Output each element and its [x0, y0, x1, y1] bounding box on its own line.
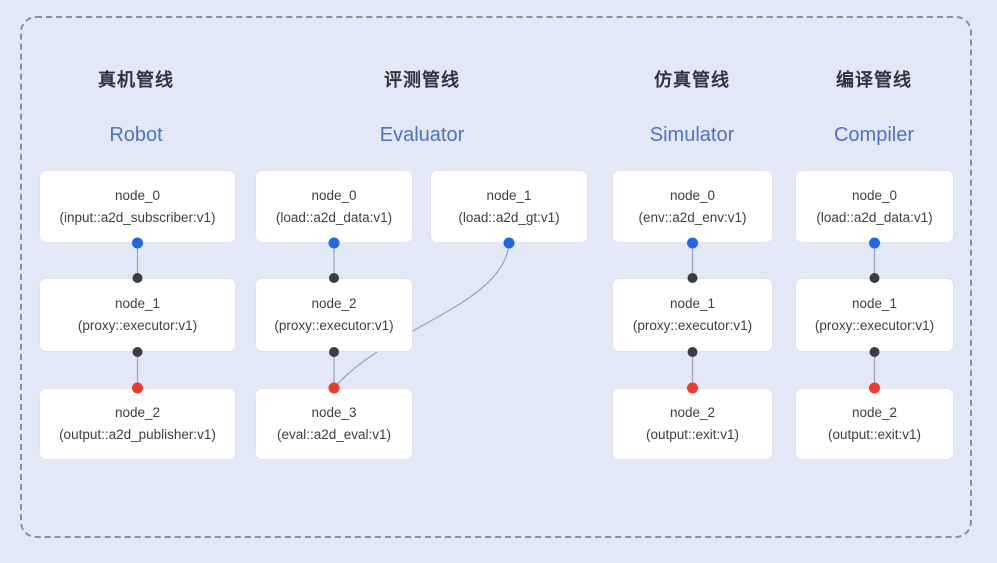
node-box-simulator-node-1: node_1 (proxy::executor:v1) — [612, 278, 773, 352]
pipeline-title-zh-evaluator: 评测管线 — [384, 70, 460, 90]
node-impl: (env::a2d_env:v1) — [638, 209, 747, 225]
pipeline-title-zh-compiler: 编译管线 — [836, 70, 912, 90]
node-impl: (proxy::executor:v1) — [814, 318, 935, 333]
node-name: node_1 — [669, 296, 716, 311]
node-impl: (output::a2d_publisher:v1) — [59, 427, 216, 442]
pipeline-title-en-robot: Robot — [109, 124, 163, 146]
node-box-simulator-node-0: node_0 (env::a2d_env:v1) — [612, 170, 773, 243]
node-box-robot-node-2: node_2 (output::a2d_publisher:v1) — [39, 388, 236, 460]
pipeline-title-zh-simulator: 仿真管线 — [654, 70, 730, 90]
node-box-compiler-node-2: node_2 (output::exit:v1) — [795, 388, 954, 460]
node-box-evaluator-node-2: node_2 (proxy::executor:v1) — [255, 278, 413, 352]
node-impl: (load::a2d_data:v1) — [816, 209, 933, 225]
node-name: node_2 — [851, 405, 898, 420]
node-box-compiler-node-1: node_1 (proxy::executor:v1) — [795, 278, 954, 352]
node-box-compiler-node-0: node_0 (load::a2d_data:v1) — [795, 170, 954, 243]
node-name: node_1 — [114, 296, 161, 311]
node-impl: (output::exit:v1) — [827, 427, 922, 442]
node-impl: (eval::a2d_eval:v1) — [276, 427, 392, 442]
node-name: node_2 — [669, 405, 716, 420]
node-name: node_0 — [851, 187, 898, 203]
node-impl: (input::a2d_subscriber:v1) — [59, 209, 216, 225]
node-box-evaluator-node-3: node_3 (eval::a2d_eval:v1) — [255, 388, 413, 460]
pipeline-title-en-simulator: Simulator — [649, 124, 735, 146]
node-impl: (proxy::executor:v1) — [274, 318, 394, 333]
node-name: node_2 — [114, 405, 161, 420]
pipeline-frame — [20, 16, 972, 538]
node-name: node_1 — [486, 187, 532, 203]
pipeline-title-en-evaluator: Evaluator — [379, 124, 465, 146]
node-impl: (proxy::executor:v1) — [77, 318, 198, 333]
node-box-robot-node-1: node_1 (proxy::executor:v1) — [39, 278, 236, 352]
node-name: node_0 — [114, 187, 161, 203]
node-impl: (output::exit:v1) — [645, 427, 740, 442]
node-name: node_1 — [851, 296, 898, 311]
node-box-simulator-node-2: node_2 (output::exit:v1) — [612, 388, 773, 460]
node-name: node_3 — [311, 405, 357, 420]
node-impl: (load::a2d_data:v1) — [275, 209, 393, 225]
node-impl: (proxy::executor:v1) — [632, 318, 753, 333]
node-name: node_0 — [311, 187, 357, 203]
pipeline-title-en-compiler: Compiler — [833, 124, 915, 146]
pipeline-title-zh-robot: 真机管线 — [98, 70, 174, 90]
node-name: node_0 — [669, 187, 716, 203]
node-box-evaluator-node-0: node_0 (load::a2d_data:v1) — [255, 170, 413, 243]
node-impl: (load::a2d_gt:v1) — [458, 209, 560, 225]
node-box-evaluator-node-1: node_1 (load::a2d_gt:v1) — [430, 170, 588, 243]
node-name: node_2 — [311, 296, 357, 311]
node-box-robot-node-0: node_0 (input::a2d_subscriber:v1) — [39, 170, 236, 243]
